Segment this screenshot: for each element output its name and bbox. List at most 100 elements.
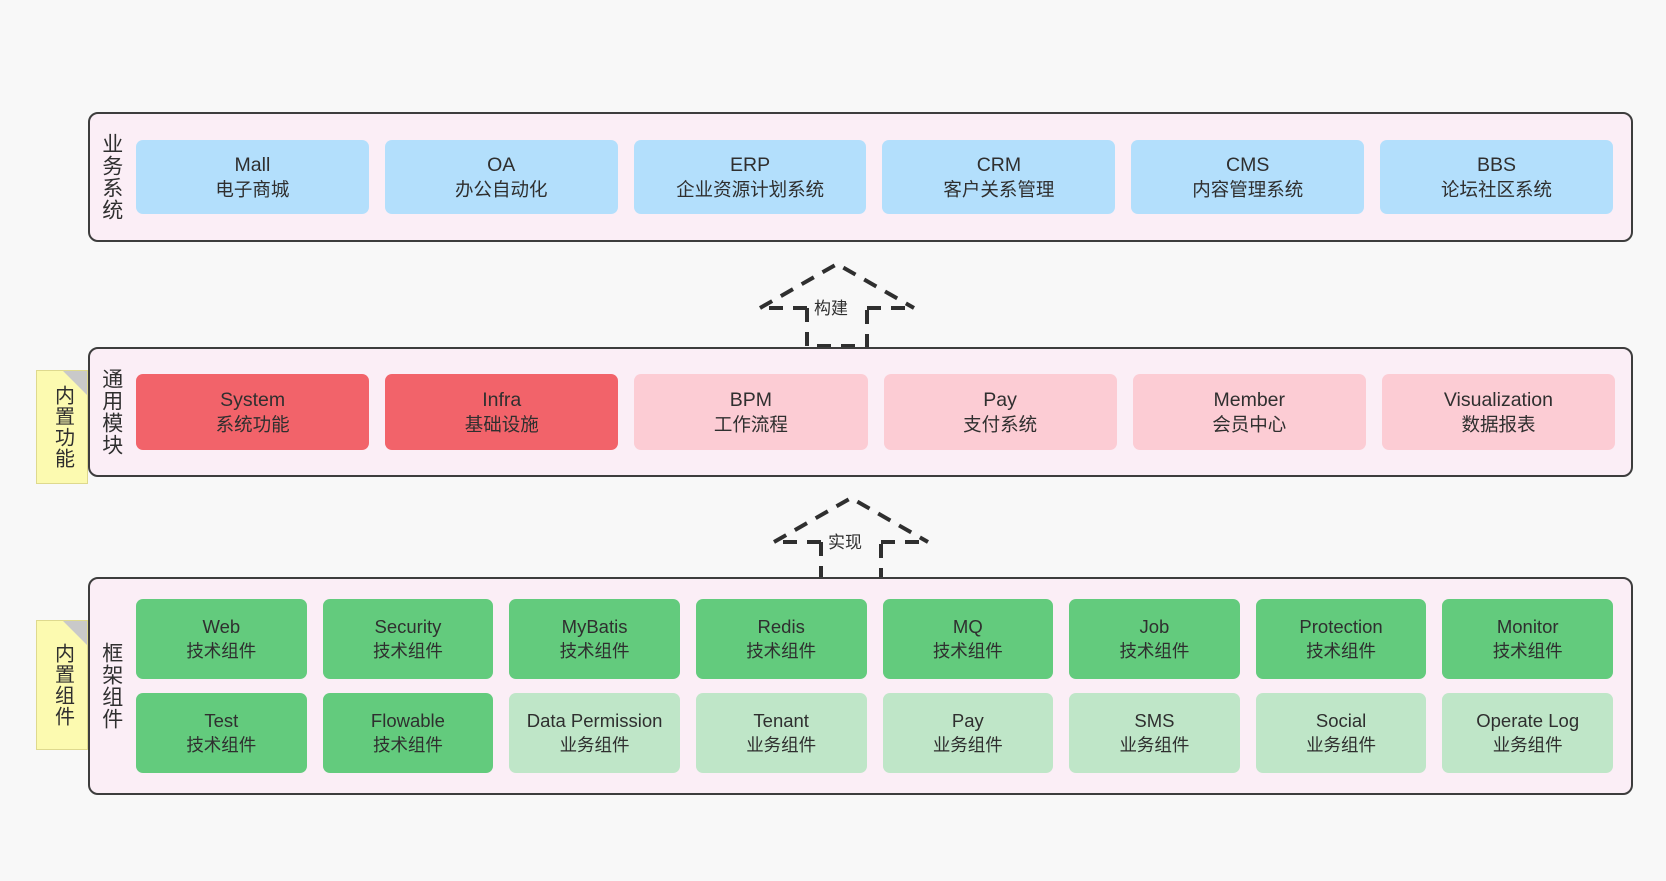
card-framework-social[interactable]: Social 业务组件 (1255, 693, 1427, 773)
layer-framework-components: 框架组件 Web 技术组件 Security 技术组件 MyBatis 技术组件… (88, 577, 1633, 795)
card-title-cn: 论坛社区系统 (1441, 178, 1553, 200)
card-title-en: Member (1213, 388, 1286, 411)
card-framework-mybatis[interactable]: MyBatis 技术组件 (509, 599, 680, 679)
note-builtin-components: 内置组件 (36, 620, 88, 750)
card-title-en: OA (487, 153, 516, 176)
arrow-implement-label: 实现 (828, 533, 862, 552)
card-title-cn: 业务组件 (1492, 734, 1563, 755)
card-common-pay[interactable]: Pay 支付系统 (883, 374, 1117, 450)
card-title-en: Mall (234, 153, 271, 176)
card-title-en: SMS (1134, 709, 1175, 731)
card-title-en: BPM (729, 388, 773, 411)
card-title-en: MQ (952, 615, 983, 637)
card-title-en: Protection (1299, 615, 1383, 637)
card-title-cn: 工作流程 (713, 413, 788, 435)
note-builtin-features-label: 内置功能 (51, 385, 74, 469)
card-title-cn: 业务组件 (746, 734, 817, 755)
card-title-cn: 数据报表 (1461, 413, 1536, 435)
note-builtin-features: 内置功能 (36, 370, 88, 484)
card-title-en: Social (1315, 709, 1367, 731)
card-business-oa[interactable]: OA 办公自动化 (384, 140, 618, 214)
card-common-infra[interactable]: Infra 基础设施 (385, 374, 619, 450)
card-title-cn: 技术组件 (372, 734, 443, 755)
card-title-cn: 技术组件 (746, 640, 817, 661)
card-business-crm[interactable]: CRM 客户关系管理 (882, 140, 1116, 214)
note-builtin-components-label: 内置组件 (51, 643, 74, 727)
card-framework-flowable[interactable]: Flowable 技术组件 (322, 693, 494, 773)
card-title-cn: 电子商城 (215, 178, 290, 200)
card-title-en: ERP (730, 153, 771, 176)
card-title-cn: 技术组件 (186, 734, 257, 755)
card-title-cn: 业务组件 (559, 734, 630, 755)
card-title-en: Visualization (1443, 388, 1554, 411)
card-business-erp[interactable]: ERP 企业资源计划系统 (633, 140, 867, 214)
arrow-implement-glyph (773, 495, 929, 582)
card-framework-security[interactable]: Security 技术组件 (322, 599, 494, 679)
card-title-en: MyBatis (561, 615, 628, 637)
card-common-visualization[interactable]: Visualization 数据报表 (1381, 374, 1616, 450)
arrow-build-label: 构建 (814, 299, 848, 318)
card-title-en: Security (374, 615, 442, 637)
card-title-en: Infra (482, 388, 522, 411)
card-title-en: Job (1139, 615, 1170, 637)
card-common-bpm[interactable]: BPM 工作流程 (634, 374, 868, 450)
layer-common-modules: 通用模块 System 系统功能 Infra 基础设施 BPM 工作流程 Pay… (88, 347, 1633, 477)
card-title-cn: 会员中心 (1212, 413, 1287, 435)
card-title-cn: 技术组件 (372, 640, 443, 661)
card-business-cms[interactable]: CMS 内容管理系统 (1131, 140, 1365, 214)
card-framework-test[interactable]: Test 技术组件 (136, 693, 307, 773)
card-title-cn: 支付系统 (963, 413, 1038, 435)
card-title-en: Redis (757, 615, 805, 637)
layer-framework-components-body: Web 技术组件 Security 技术组件 MyBatis 技术组件 Redi… (132, 579, 1631, 793)
card-business-bbs[interactable]: BBS 论坛社区系统 (1380, 140, 1613, 214)
card-title-en: Pay (983, 388, 1017, 411)
card-title-cn: 技术组件 (1492, 640, 1563, 661)
layer-common-modules-body: System 系统功能 Infra 基础设施 BPM 工作流程 Pay 支付系统… (132, 349, 1631, 475)
card-title-cn: 技术组件 (559, 640, 630, 661)
card-framework-job[interactable]: Job 技术组件 (1069, 599, 1240, 679)
card-title-cn: 业务组件 (932, 734, 1003, 755)
arrow-build-glyph (759, 261, 915, 348)
card-title-cn: 系统功能 (215, 413, 290, 435)
card-title-cn: 业务组件 (1306, 734, 1377, 755)
card-title-cn: 办公自动化 (454, 178, 548, 200)
arrow-build: 构建 (752, 258, 922, 350)
card-title-en: Pay (951, 709, 984, 731)
card-title-cn: 基础设施 (464, 413, 539, 435)
card-framework-pay[interactable]: Pay 业务组件 (882, 693, 1054, 773)
card-framework-tenant[interactable]: Tenant 业务组件 (695, 693, 867, 773)
business-systems-row: Mall 电子商城 OA 办公自动化 ERP 企业资源计划系统 CRM 客户关系… (136, 140, 1613, 214)
card-title-en: BBS (1477, 153, 1517, 176)
card-title-cn: 技术组件 (186, 640, 257, 661)
card-framework-monitor[interactable]: Monitor 技术组件 (1442, 599, 1613, 679)
card-title-en: Monitor (1496, 615, 1559, 637)
layer-business-systems-body: Mall 电子商城 OA 办公自动化 ERP 企业资源计划系统 CRM 客户关系… (132, 114, 1631, 240)
card-title-en: System (220, 388, 286, 411)
card-title-cn: 技术组件 (1119, 640, 1190, 661)
card-framework-data-permission[interactable]: Data Permission 业务组件 (509, 693, 680, 773)
card-title-cn: 企业资源计划系统 (676, 178, 825, 200)
framework-row-tech: Web 技术组件 Security 技术组件 MyBatis 技术组件 Redi… (136, 599, 1613, 679)
card-framework-mq[interactable]: MQ 技术组件 (882, 599, 1054, 679)
card-common-member[interactable]: Member 会员中心 (1132, 374, 1366, 450)
card-title-en: Test (204, 709, 239, 731)
framework-row-business: Test 技术组件 Flowable 技术组件 Data Permission … (136, 693, 1613, 773)
arrow-implement: 实现 (766, 492, 936, 584)
card-title-en: CRM (976, 153, 1022, 176)
layer-business-systems: 业务系统 Mall 电子商城 OA 办公自动化 ERP 企业资源计划系统 CRM… (88, 112, 1633, 242)
card-title-en: CMS (1226, 153, 1270, 176)
card-framework-sms[interactable]: SMS 业务组件 (1069, 693, 1240, 773)
card-framework-web[interactable]: Web 技术组件 (136, 599, 307, 679)
card-title-en: Web (202, 615, 241, 637)
card-framework-operate-log[interactable]: Operate Log 业务组件 (1442, 693, 1613, 773)
card-framework-protection[interactable]: Protection 技术组件 (1255, 599, 1427, 679)
card-title-cn: 客户关系管理 (943, 178, 1055, 200)
card-title-en: Tenant (753, 709, 809, 731)
card-common-system[interactable]: System 系统功能 (136, 374, 370, 450)
card-business-mall[interactable]: Mall 电子商城 (136, 140, 369, 214)
layer-framework-components-title: 框架组件 (99, 642, 123, 730)
card-title-cn: 内容管理系统 (1192, 178, 1304, 200)
layer-common-modules-title: 通用模块 (99, 368, 123, 456)
card-framework-redis[interactable]: Redis 技术组件 (695, 599, 867, 679)
